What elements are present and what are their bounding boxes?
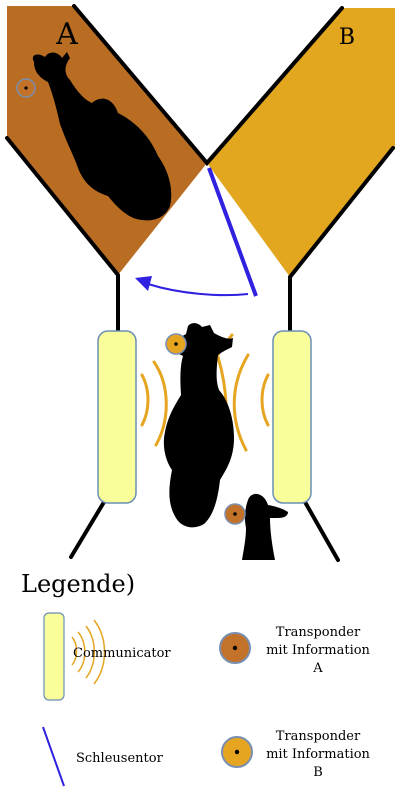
transponder-a-icon (17, 79, 35, 97)
calf-silhouette-icon (242, 494, 288, 560)
legend-transponder-a-line3: A (312, 661, 323, 676)
transponder-a-icon (225, 504, 245, 524)
legend-transponder-a-icon (220, 633, 250, 663)
legend-transponder-b-line3: B (313, 765, 323, 780)
legend-transponder-b-line1: Transponder (276, 729, 361, 744)
legend-title: Legende) (21, 570, 135, 598)
direction-arrow (135, 276, 248, 295)
legend-communicator-label: Communicator (73, 646, 171, 661)
legend-transponder-b-line2: mit Information (266, 747, 370, 762)
legend-transponder-a-line2: mit Information (266, 643, 370, 658)
legend-transponder-b-icon (222, 737, 252, 767)
legend-transponder-a-line1: Transponder (276, 625, 361, 640)
legend-gate-label: Schleusentor (76, 751, 164, 766)
pen-a-label: A (55, 17, 78, 52)
transponder-b-icon (166, 334, 186, 354)
legend-gate-icon (43, 727, 64, 786)
pen-b-label: B (339, 25, 355, 50)
communicator-right (273, 331, 311, 503)
communicator-left (98, 331, 136, 503)
